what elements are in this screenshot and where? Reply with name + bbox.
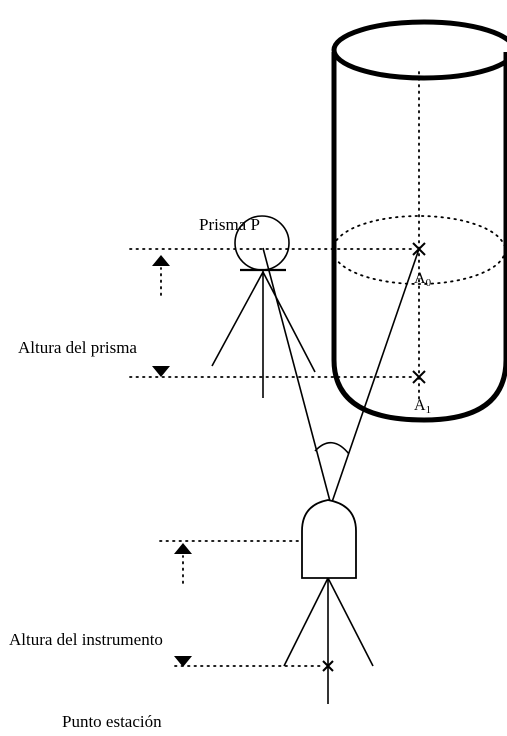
prism-tripod-right-leg — [262, 271, 316, 373]
cylinder-section-ellipse — [332, 215, 506, 285]
point-a1-label: A1 — [414, 397, 431, 416]
cylinder — [331, 19, 507, 423]
instrument-height-down-arrow — [174, 656, 192, 667]
prism — [211, 215, 316, 398]
instrument-body — [301, 499, 357, 579]
prism-height-label: Altura del prisma — [18, 338, 137, 357]
point-a0-label: A0 — [414, 270, 432, 289]
prism-tripod-left-leg — [211, 271, 264, 367]
station-point-label: Punto estación — [62, 712, 162, 731]
sight-line-to-prism — [262, 247, 332, 506]
station-point-marker — [322, 660, 334, 672]
prism-label: Prisma P — [199, 215, 260, 234]
instrument-tripod-left-leg — [283, 577, 329, 667]
angle-arc — [314, 441, 350, 455]
instrument-tripod-right-leg — [327, 577, 374, 667]
sight-line-to-a0 — [330, 248, 420, 506]
instrument-height-label: Altura del instrumento — [9, 630, 163, 649]
instrument-height-up-arrow — [174, 543, 192, 584]
cylinder-top-ellipse — [331, 19, 507, 81]
point-a1-marker — [412, 370, 426, 384]
cylinder-outline — [331, 52, 507, 423]
prism-height-down-arrow — [152, 366, 170, 377]
prism-height-up-arrow — [152, 255, 170, 296]
instrument — [283, 499, 374, 704]
